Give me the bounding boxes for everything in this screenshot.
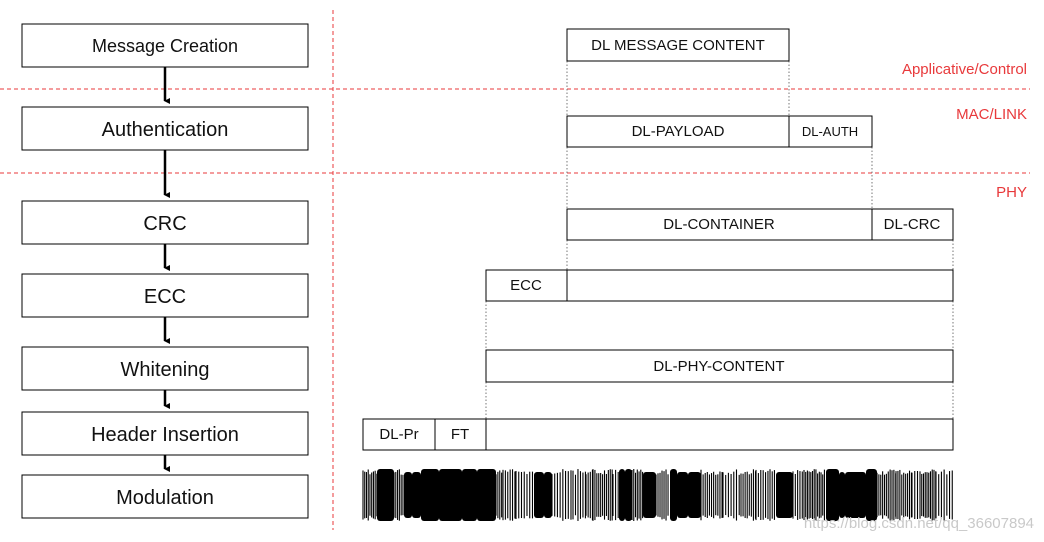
layer-label-mac-link: MAC/LINK xyxy=(956,106,1027,123)
frame-phy-body xyxy=(485,418,954,451)
process-step-ecc: ECC xyxy=(21,273,309,318)
process-step-whitening: Whitening xyxy=(21,346,309,391)
waveform-burst xyxy=(670,469,677,521)
waveform-burst xyxy=(619,469,625,521)
frame-ecc-body xyxy=(566,269,954,302)
waveform-burst xyxy=(688,472,701,518)
waveform-burst xyxy=(776,472,793,518)
frame-label: DL-PHY-CONTENT xyxy=(653,358,784,375)
waveform-burst xyxy=(845,472,866,518)
process-step-crc: CRC xyxy=(21,200,309,245)
frame-label: DL-CONTAINER xyxy=(663,216,775,233)
frame-label: ECC xyxy=(510,277,542,294)
frame-label: DL-Pr xyxy=(379,426,418,443)
process-step-header-insertion: Header Insertion xyxy=(21,411,309,456)
waveform-burst xyxy=(544,472,552,518)
modulated-waveform xyxy=(362,469,953,521)
watermark: https://blog.csdn.net/qq_36607894 xyxy=(804,515,1034,532)
frame-dl-crc: DL-CRC xyxy=(871,208,954,241)
frame-dl-payload: DL-PAYLOAD xyxy=(566,115,790,148)
process-step-label: Message Creation xyxy=(92,36,238,56)
frame-dl-message-content: DL MESSAGE CONTENT xyxy=(566,28,790,62)
process-step-modulation: Modulation xyxy=(21,474,309,519)
frame-label: DL-PAYLOAD xyxy=(632,123,725,140)
waveform-burst xyxy=(412,472,421,518)
waveform-burst xyxy=(866,469,877,521)
waveform-burst xyxy=(404,472,412,518)
frame-dl-container: DL-CONTAINER xyxy=(566,208,873,241)
waveform-burst xyxy=(421,469,439,521)
waveform-burst xyxy=(826,469,839,521)
frame-label: DL-CRC xyxy=(884,216,941,233)
waveform-burst xyxy=(462,469,477,521)
frame-dl-phy-content: DL-PHY-CONTENT xyxy=(485,349,954,383)
process-step-label: Authentication xyxy=(102,119,229,141)
frame-dl-pr: DL-Pr xyxy=(362,418,436,451)
frame-label: DL-AUTH xyxy=(802,124,858,139)
process-step-label: Whitening xyxy=(121,359,210,381)
waveform-burst xyxy=(534,472,544,518)
frame-ft: FT xyxy=(434,418,487,451)
waveform-burst xyxy=(643,472,656,518)
process-step-label: CRC xyxy=(143,213,186,235)
process-step-label: Header Insertion xyxy=(91,424,239,446)
waveform-burst xyxy=(477,469,496,521)
waveform-burst xyxy=(677,472,688,518)
frame-label: FT xyxy=(451,426,469,443)
layer-label-applicative: Applicative/Control xyxy=(902,61,1027,78)
waveform-burst xyxy=(625,469,632,521)
process-step-label: ECC xyxy=(144,286,186,308)
frame-label: DL MESSAGE CONTENT xyxy=(591,37,765,54)
waveform-burst xyxy=(839,472,845,518)
process-step-authentication: Authentication xyxy=(21,106,309,151)
process-step-message-creation: Message Creation xyxy=(21,23,309,68)
waveform-burst xyxy=(439,469,462,521)
waveform-burst xyxy=(377,469,394,521)
frame-dl-auth: DL-AUTH xyxy=(788,115,873,148)
frame-ecc: ECC xyxy=(485,269,568,302)
layer-label-phy: PHY xyxy=(996,184,1027,201)
process-step-label: Modulation xyxy=(116,487,214,509)
